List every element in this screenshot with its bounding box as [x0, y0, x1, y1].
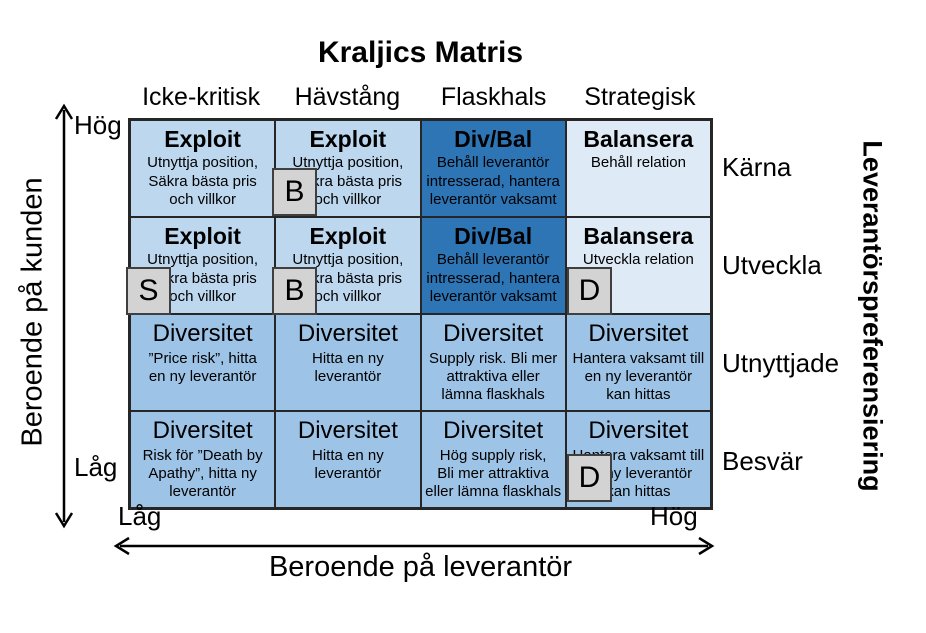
- matrix-cell-r3c2: Diversitet Hitta en ny leverantör: [275, 314, 421, 411]
- cell-body: Supply risk. Bli mer attraktiva eller lä…: [428, 349, 558, 404]
- cell-heading: Exploit: [164, 126, 241, 152]
- matrix-grid: Exploit Utnyttja position, Säkra bästa p…: [128, 118, 713, 510]
- column-headers: Icke-kritisk Hävstång Flaskhals Strategi…: [128, 80, 713, 114]
- matrix-cell-r4c2: Diversitet Hitta en ny leverantör: [275, 411, 421, 508]
- row-label-karna: Kärna: [722, 151, 792, 182]
- cell-body: Hög supply risk, Bli mer attraktiva elle…: [425, 446, 562, 501]
- marker-s-row2: S: [126, 267, 171, 315]
- cell-body: Utveckla relation: [582, 251, 694, 269]
- matrix-cell-r3c3: Diversitet Supply risk. Bli mer attrakti…: [420, 314, 566, 411]
- marker-letter: D: [578, 274, 601, 307]
- row-label-besvar: Besvär: [722, 445, 803, 476]
- cell-body: Behåll leverantör intresserad, hantera l…: [426, 251, 560, 306]
- cell-body: Hitta en ny leverantör: [312, 349, 384, 385]
- marker-letter: D: [578, 461, 601, 494]
- matrix-cell-r2c1: Exploit Utnyttja position, Säkra bästa p…: [130, 217, 276, 314]
- cell-heading: Exploit: [309, 223, 387, 249]
- cell-heading: Diversitet: [152, 320, 253, 347]
- cell-heading: Diversitet: [443, 320, 544, 347]
- matrix-cell-r3c1: Diversitet ”Price risk”, hitta en ny lev…: [130, 314, 276, 411]
- page-title: Kraljics Matris: [317, 36, 524, 69]
- cell-body: Behåll leverantör intresserad, hantera l…: [426, 154, 560, 209]
- bottom-axis-right-label: Hög: [650, 501, 698, 531]
- marker-letter: B: [284, 274, 305, 307]
- bottom-axis-left-label: Låg: [118, 501, 162, 531]
- right-axis-label: Leverantörspreferensiering: [857, 140, 888, 492]
- cell-heading: Diversitet: [588, 320, 689, 347]
- left-axis-top-label: Hög: [74, 110, 122, 140]
- matrix-cell-r1c4: Balansera Behåll relation: [565, 120, 711, 217]
- marker-b-row1: B: [272, 168, 317, 216]
- matrix-cell-r1c3: Div/Bal Behåll leverantör intresserad, h…: [420, 120, 566, 217]
- left-axis-label: Beroende på kunden: [16, 177, 49, 447]
- cell-heading: Div/Bal: [454, 126, 533, 152]
- matrix-cell-r4c3: Diversitet Hög supply risk, Bli mer attr…: [420, 411, 566, 508]
- cell-heading: Exploit: [309, 126, 387, 152]
- cell-body: ”Price risk”, hitta en ny leverantör: [148, 349, 257, 385]
- matrix-cell-r3c4: Diversitet Hantera vaksamt till en ny le…: [565, 314, 711, 411]
- row-label-utveckla: Utveckla: [722, 249, 822, 280]
- marker-d-row2: D: [567, 267, 612, 315]
- cell-heading: Diversitet: [443, 417, 544, 444]
- cell-body: Behåll relation: [590, 154, 686, 172]
- cell-body: Risk för ”Death by Apathy”, hitta ny lev…: [142, 446, 263, 501]
- cell-body: Hantera vaksamt till en ny leverantör ka…: [573, 446, 705, 501]
- matrix-cell-r2c4: Balansera Utveckla relation: [565, 217, 711, 314]
- marker-d-row4: D: [567, 454, 612, 502]
- left-axis-bottom-label: Låg: [74, 452, 118, 482]
- cell-heading: Diversitet: [152, 417, 253, 444]
- cell-heading: Exploit: [164, 223, 241, 249]
- matrix-cell-r1c1: Exploit Utnyttja position, Säkra bästa p…: [130, 120, 276, 217]
- marker-b-row2: B: [272, 267, 317, 315]
- cell-body: Utnyttja position, Säkra bästa pris och …: [292, 251, 404, 306]
- cell-body: Hantera vaksamt till en ny leverantör ka…: [572, 349, 705, 404]
- cell-heading: Diversitet: [297, 417, 398, 444]
- cell-body: Hitta en ny leverantör: [312, 446, 384, 482]
- matrix-cell-r2c3: Div/Bal Behåll leverantör intresserad, h…: [420, 217, 566, 314]
- column-header-havstang: Hävstång: [294, 83, 401, 111]
- horizontal-axis-arrow: [113, 536, 715, 556]
- marker-letter: S: [138, 274, 159, 307]
- row-label-utnyttjade: Utnyttjade: [722, 347, 840, 378]
- vertical-axis-arrow: [54, 103, 74, 529]
- cell-body: Utnyttja position, Säkra bästa pris och …: [147, 154, 259, 209]
- bottom-axis-label: Beroende på leverantör: [268, 551, 573, 583]
- cell-heading: Div/Bal: [454, 223, 533, 249]
- matrix-cell-r4c1: Diversitet Risk för ”Death by Apathy”, h…: [130, 411, 276, 508]
- row-labels: Kärna Utveckla Utnyttjade Besvär: [722, 118, 862, 510]
- cell-heading: Diversitet: [297, 320, 398, 347]
- cell-heading: Diversitet: [588, 417, 689, 444]
- column-header-strategisk: Strategisk: [584, 83, 696, 111]
- column-header-flaskhals: Flaskhals: [440, 83, 547, 111]
- column-header-icke-kritisk: Icke-kritisk: [142, 83, 261, 111]
- marker-letter: B: [284, 175, 305, 208]
- cell-heading: Balansera: [583, 126, 694, 152]
- cell-heading: Balansera: [583, 223, 694, 249]
